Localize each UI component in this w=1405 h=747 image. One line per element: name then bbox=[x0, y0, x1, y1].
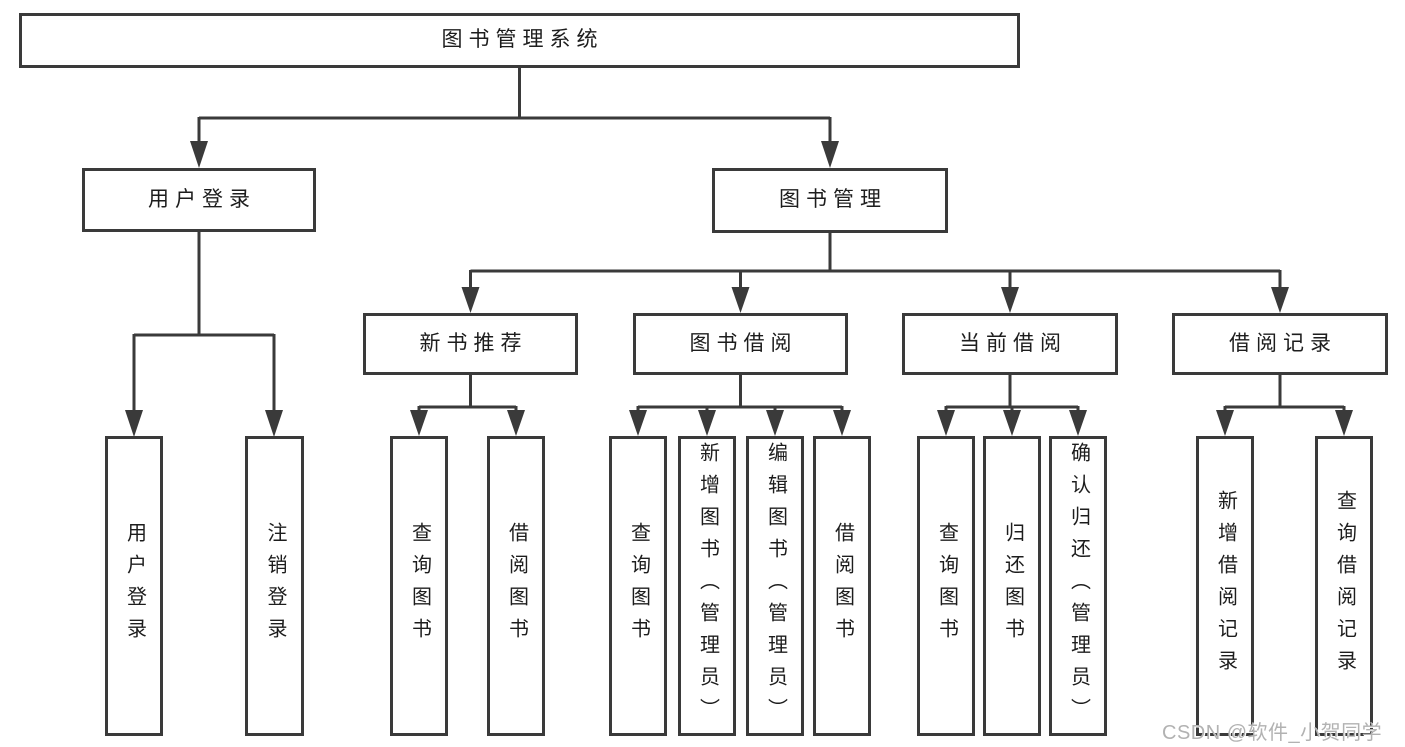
node-leaf-user-login: 用户登录 bbox=[105, 436, 163, 736]
node-leaf-return-books: 归还图书 bbox=[983, 436, 1041, 736]
node-leaf-borrow-books-recommend: 借阅图书 bbox=[487, 436, 545, 736]
node-library-management-system: 图书管理系统 bbox=[19, 13, 1020, 68]
node-leaf-query-borrow-record: 查询借阅记录 bbox=[1315, 436, 1373, 736]
node-leaf-query-books-borrowing: 查询图书 bbox=[609, 436, 667, 736]
node-leaf-logout: 注销登录 bbox=[245, 436, 304, 736]
node-leaf-query-books-recommend: 查询图书 bbox=[390, 436, 448, 736]
connector-arrowheads bbox=[125, 141, 1353, 437]
node-book-management-branch: 图书管理 bbox=[712, 168, 948, 233]
node-leaf-add-borrow-record: 新增借阅记录 bbox=[1196, 436, 1254, 736]
node-leaf-query-books-current: 查询图书 bbox=[917, 436, 975, 736]
node-user-login-branch: 用户登录 bbox=[82, 168, 316, 232]
node-new-book-recommend: 新书推荐 bbox=[363, 313, 578, 375]
node-leaf-add-book-admin: 新增图书（管理员） bbox=[678, 436, 736, 736]
csdn-watermark: CSDN @软件_小贺同学 bbox=[1162, 722, 1383, 744]
node-leaf-edit-book-admin: 编辑图书（管理员） bbox=[746, 436, 804, 736]
node-leaf-borrow-books: 借阅图书 bbox=[813, 436, 871, 736]
node-leaf-confirm-return-admin: 确认归还（管理员） bbox=[1049, 436, 1107, 736]
node-borrowing-records: 借阅记录 bbox=[1172, 313, 1388, 375]
node-current-borrowing: 当前借阅 bbox=[902, 313, 1118, 375]
node-book-borrowing: 图书借阅 bbox=[633, 313, 848, 375]
